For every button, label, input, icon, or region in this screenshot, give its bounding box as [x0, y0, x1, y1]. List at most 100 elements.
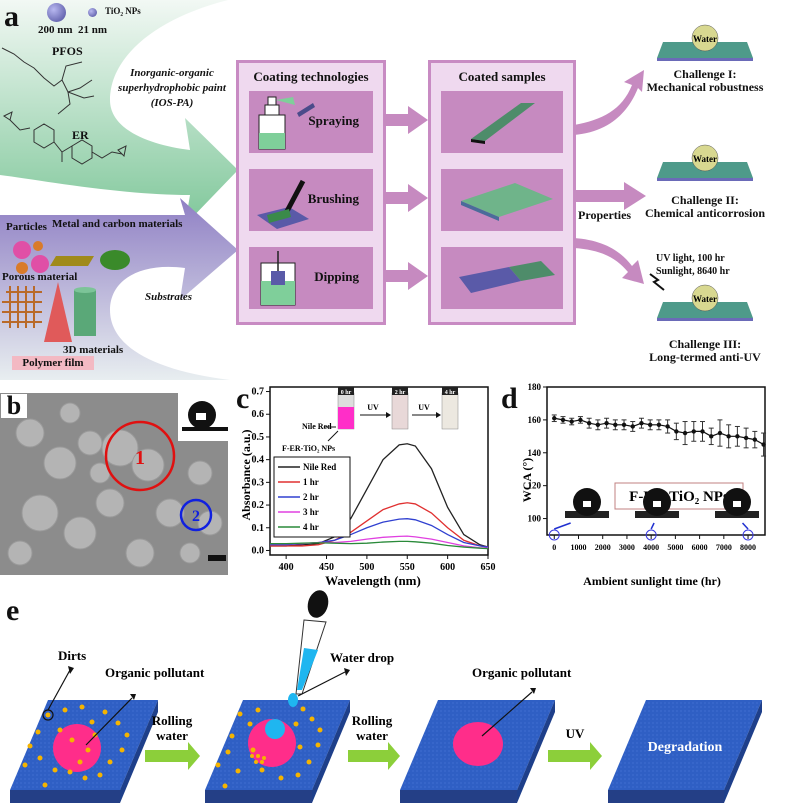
- metal-carbon-label: Metal and carbon materials: [52, 218, 183, 230]
- organic-pollutant-label-1: Organic pollutant: [105, 665, 205, 680]
- water-droplet-surface-icon: Water: [657, 24, 753, 61]
- method-brushing: Brushing: [249, 169, 373, 231]
- self-cleaning-process-diagram: Dirts Organic pollutant Rolling water Wa…: [10, 590, 762, 803]
- region-2-circle: [179, 498, 213, 532]
- sem-texture: 1 2: [0, 393, 228, 575]
- legend-entry: 1 hr: [303, 477, 319, 487]
- data-point: [586, 420, 592, 426]
- challenge-2-title: Challenge II:: [671, 193, 739, 207]
- series-line-1-hr: [270, 502, 489, 548]
- sample-sprayed: [441, 91, 563, 153]
- falling-water-drop: [288, 693, 298, 707]
- arrow-to-challenge-3: [574, 238, 644, 284]
- region-1-circle: [104, 420, 176, 492]
- time-marker-circle: [742, 529, 754, 541]
- uv-conditions: UV light, 100 hr Sunlight, 8640 hr: [656, 252, 730, 278]
- region-1-marker: 1: [135, 447, 145, 469]
- y-tick-label: 0.6: [252, 409, 265, 420]
- y-tick-label: 0.7: [252, 387, 265, 398]
- challenge-3-subtitle: Long-termed anti-UV: [649, 350, 761, 364]
- porous-mesh-icon: [2, 282, 96, 342]
- uv-label: UV: [566, 726, 585, 741]
- vial-label-4hr: 4 hr: [445, 390, 456, 396]
- series-line-nile-red: [270, 443, 489, 548]
- vial-2hr-icon: [391, 392, 409, 430]
- flow-arrow-dipping: [384, 262, 428, 290]
- x-tick-label: 8000: [740, 543, 756, 552]
- flow-arrow-spraying: [384, 106, 428, 134]
- water-drop-label: Water drop: [330, 650, 394, 665]
- surface-slab-1: [10, 700, 158, 803]
- data-point: [621, 422, 627, 428]
- ios-pa-line-2: superhydrophobic paint: [118, 82, 226, 94]
- lightning-icon: [649, 273, 665, 291]
- dirts-label: Dirts: [58, 648, 86, 663]
- method-dipping-label: Dipping: [314, 269, 359, 284]
- data-point: [665, 424, 670, 429]
- method-spraying-label: Spraying: [308, 113, 359, 128]
- rolling-water-label-1a: Rolling: [152, 713, 193, 728]
- brush-icon: [257, 179, 309, 229]
- scale-bar: [208, 555, 226, 561]
- challenge-1-label: Challenge I: Mechanical robustness: [620, 68, 790, 94]
- panel-letter-c: c: [236, 382, 250, 415]
- data-point: [717, 430, 723, 436]
- particles-icon: [13, 241, 130, 274]
- data-point: [726, 434, 731, 439]
- x-tick-label: 4000: [643, 543, 659, 552]
- np-size-200: 200 nm: [38, 24, 73, 36]
- x-tick-label: 7000: [716, 543, 732, 552]
- uv-label-1: UV: [367, 403, 379, 412]
- coated-samples-box: Coated samples: [428, 60, 576, 325]
- time-marker-arrow: [554, 522, 571, 530]
- data-point: [569, 419, 574, 424]
- vial-0hr-liquid: [338, 407, 354, 429]
- data-point: [604, 420, 609, 426]
- time-marker-circle: [645, 529, 657, 541]
- y-tick-label: 120: [528, 481, 542, 491]
- sample-brushed: [441, 169, 563, 231]
- data-point: [639, 420, 644, 426]
- region-2-marker: 2: [192, 508, 200, 525]
- substrates-label: Substrates: [145, 291, 193, 303]
- x-tick-label: 6000: [692, 543, 708, 552]
- ios-pa-line-3: (IOS-PA): [150, 97, 194, 109]
- nile-red-pointer-label: Nile Red: [302, 422, 332, 431]
- x-tick-label: 450: [319, 562, 334, 573]
- y-tick-label: 0.5: [252, 432, 265, 443]
- arrow-to-challenge-1: [574, 70, 644, 135]
- uv-condition-uv: UV light, 100 hr: [656, 253, 725, 264]
- organic-pollutant-spot: [53, 724, 101, 772]
- x-axis-label: Wavelength (nm): [325, 573, 421, 588]
- vial-4hr-icon: [441, 392, 459, 430]
- data-point: [735, 434, 740, 439]
- degradation-label: Degradation: [648, 740, 723, 755]
- y-tick-label: 160: [528, 415, 542, 425]
- arrow-to-challenge-2: [574, 182, 646, 210]
- organic-pollutant-spot: [453, 722, 503, 766]
- vial-label-0hr: 0 hr: [341, 390, 352, 396]
- uv-arrow: [548, 742, 602, 770]
- y-tick-label: 0.1: [252, 523, 265, 534]
- x-tick-label: 3000: [619, 543, 635, 552]
- coated-samples-title: Coated samples: [458, 69, 546, 84]
- time-marker-arrow: [741, 522, 749, 530]
- legend-entry: 4 hr: [303, 522, 319, 532]
- data-point: [578, 417, 583, 423]
- dirt-particles: [215, 706, 323, 789]
- er-label: ER: [72, 128, 89, 142]
- challenge-3-title: Challenge III:: [668, 337, 742, 351]
- x-tick-label: 600: [440, 562, 455, 573]
- data-point: [647, 422, 653, 428]
- method-brushing-label: Brushing: [307, 191, 359, 206]
- data-point: [630, 424, 635, 429]
- dirt-particles: [22, 704, 130, 788]
- particles-label: Particles: [6, 221, 47, 233]
- data-point: [682, 430, 688, 436]
- er-molecule-icon: [3, 111, 127, 165]
- time-marker-arrow: [650, 522, 655, 530]
- y-tick-label: 180: [528, 382, 542, 392]
- rolling-water-label-2a: Rolling: [352, 713, 393, 728]
